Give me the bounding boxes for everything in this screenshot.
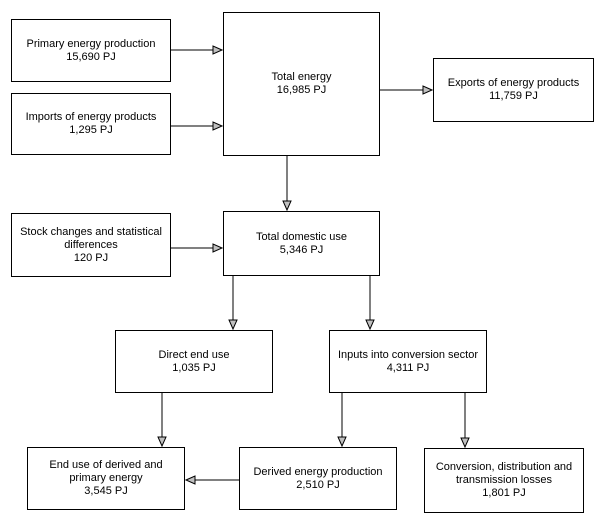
node-label: Direct end use xyxy=(158,348,230,361)
node-inputs-into-conversion-sector: Inputs into conversion sector 4,311 PJ xyxy=(329,330,487,393)
node-label: Stock changes and statistical difference… xyxy=(20,225,162,251)
arrow-inputs-to-derived xyxy=(337,393,347,448)
node-label: Inputs into conversion sector xyxy=(337,348,479,361)
arrow-stock-to-domestic xyxy=(171,243,224,253)
arrow-derived-to-enduse xyxy=(184,475,239,485)
node-label: Conversion, distribution and transmissio… xyxy=(435,461,573,486)
node-value: 2,510 PJ xyxy=(296,478,340,491)
node-derived-energy-production: Derived energy production 2,510 PJ xyxy=(239,447,397,510)
node-total-energy: Total energy 16,985 PJ xyxy=(223,12,380,156)
arrow-domestic-to-direct xyxy=(228,276,238,331)
node-value: 1,035 PJ xyxy=(172,361,216,374)
node-label: Derived energy production xyxy=(253,465,383,478)
node-value: 120 PJ xyxy=(73,251,109,264)
node-label: Total energy xyxy=(271,71,332,83)
node-exports-of-energy-products: Exports of energy products 11,759 PJ xyxy=(433,58,594,122)
arrow-total-to-domestic xyxy=(282,156,292,212)
arrow-primary-to-total xyxy=(171,45,224,55)
node-direct-end-use: Direct end use 1,035 PJ xyxy=(115,330,273,393)
arrow-direct-to-enduse xyxy=(157,393,167,448)
node-label: End use of derived and primary energy xyxy=(49,459,163,484)
node-value: 1,801 PJ xyxy=(482,487,526,499)
node-conversion-distribution-transmission-losses: Conversion, distribution and transmissio… xyxy=(424,448,584,513)
node-end-use-derived-primary-energy: End use of derived and primary energy 3,… xyxy=(27,447,185,510)
node-total-domestic-use: Total domestic use 5,346 PJ xyxy=(223,211,380,276)
arrow-inputs-to-losses xyxy=(460,393,470,449)
node-stock-changes: Stock changes and statistical difference… xyxy=(11,213,171,277)
node-label: Primary energy production xyxy=(26,37,156,50)
node-value: 15,690 PJ xyxy=(66,50,116,63)
arrow-total-to-exports xyxy=(380,85,434,95)
node-value: 1,295 PJ xyxy=(69,124,113,136)
node-value: 4,311 PJ xyxy=(386,361,430,374)
node-imports-of-energy-products: Imports of energy products 1,295 PJ xyxy=(11,93,171,155)
node-value: 11,759 PJ xyxy=(489,90,538,102)
node-label: Imports of energy products xyxy=(25,111,157,123)
arrow-imports-to-total xyxy=(171,121,224,131)
node-value: 3,545 PJ xyxy=(84,485,128,497)
node-value: 16,985 PJ xyxy=(276,84,327,96)
node-label: Total domestic use xyxy=(255,230,348,243)
node-value: 5,346 PJ xyxy=(279,243,324,256)
arrow-domestic-to-inputs xyxy=(365,276,375,331)
node-label: Exports of energy products xyxy=(447,77,580,89)
node-primary-energy-production: Primary energy production 15,690 PJ xyxy=(11,19,171,82)
